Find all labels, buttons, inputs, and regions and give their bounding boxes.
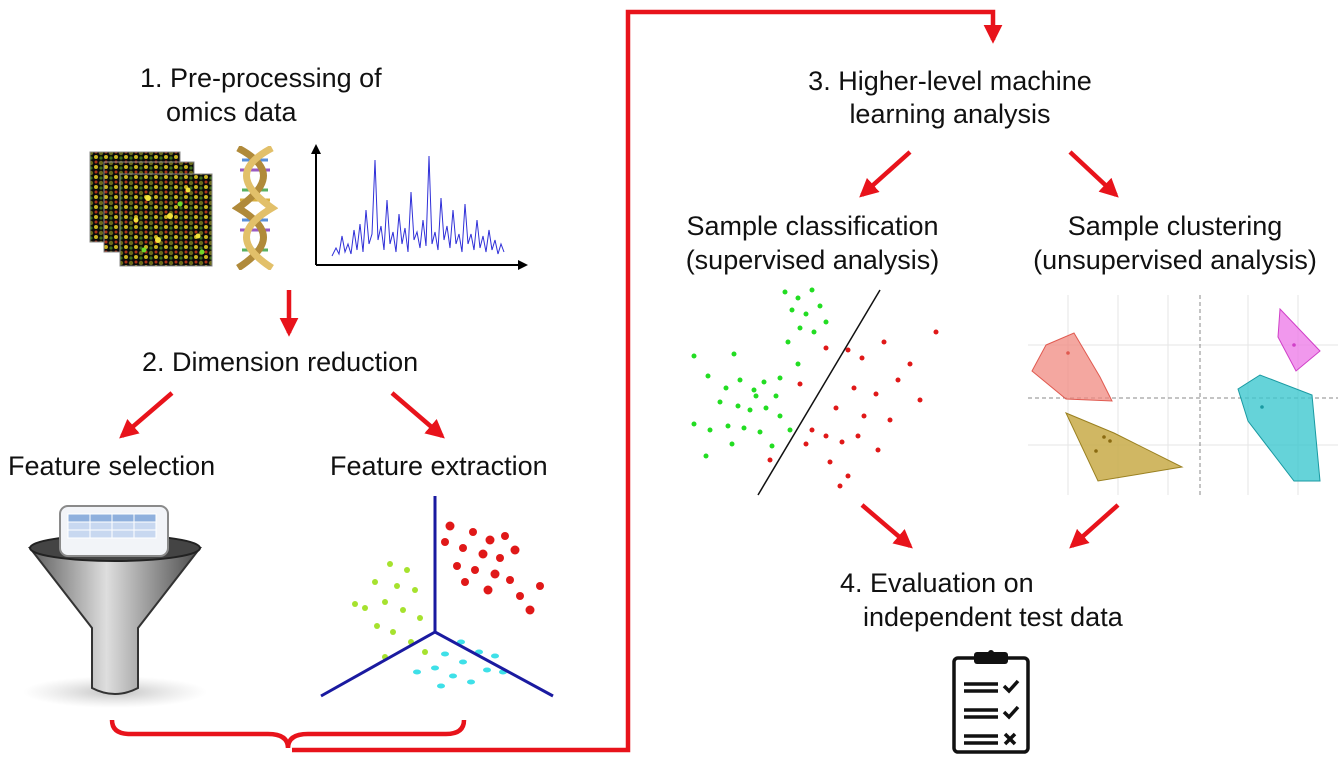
cluster-plot-icon bbox=[1028, 295, 1338, 495]
clustering-label-line2: (unsupervised analysis) bbox=[1033, 245, 1317, 275]
arrow-to-clustering bbox=[1068, 150, 1119, 198]
clipboard-checklist-icon bbox=[952, 650, 1030, 754]
step4-title-line2: independent test data bbox=[863, 602, 1123, 632]
arrow-to-feature-extraction bbox=[390, 391, 445, 439]
microarray-icon bbox=[89, 151, 213, 267]
feature-selection-label: Feature selection bbox=[8, 451, 216, 481]
step1-title-line1: 1. Pre-processing of bbox=[140, 63, 382, 93]
arrow-to-classification bbox=[859, 150, 912, 198]
feature-extraction-label: Feature extraction bbox=[330, 451, 548, 481]
bracket-brace bbox=[109, 719, 467, 749]
step2-title: 2. Dimension reduction bbox=[142, 347, 419, 377]
filter-funnel-icon bbox=[23, 505, 207, 708]
step1-title-line2: omics data bbox=[166, 97, 297, 127]
spectrum-plot-icon bbox=[311, 144, 528, 270]
step4-title-line1: 4. Evaluation on bbox=[840, 568, 1034, 598]
arrow-to-feature-selection bbox=[119, 391, 174, 439]
dna-helix-icon bbox=[232, 146, 278, 270]
arrow-clustering-to-eval bbox=[1069, 503, 1120, 549]
arrow-classification-to-eval bbox=[860, 503, 913, 549]
classification-label-line1: Sample classification bbox=[686, 211, 939, 241]
step3-title-line2: learning analysis bbox=[849, 99, 1051, 129]
clustering-label-line1: Sample clustering bbox=[1067, 211, 1283, 241]
classification-scatter-icon bbox=[691, 287, 939, 496]
3d-scatter-icon bbox=[320, 496, 554, 698]
connector-line bbox=[292, 9, 1003, 753]
classification-label-line2: (supervised analysis) bbox=[685, 245, 940, 275]
step3-title-line1: 3. Higher-level machine bbox=[808, 66, 1092, 96]
